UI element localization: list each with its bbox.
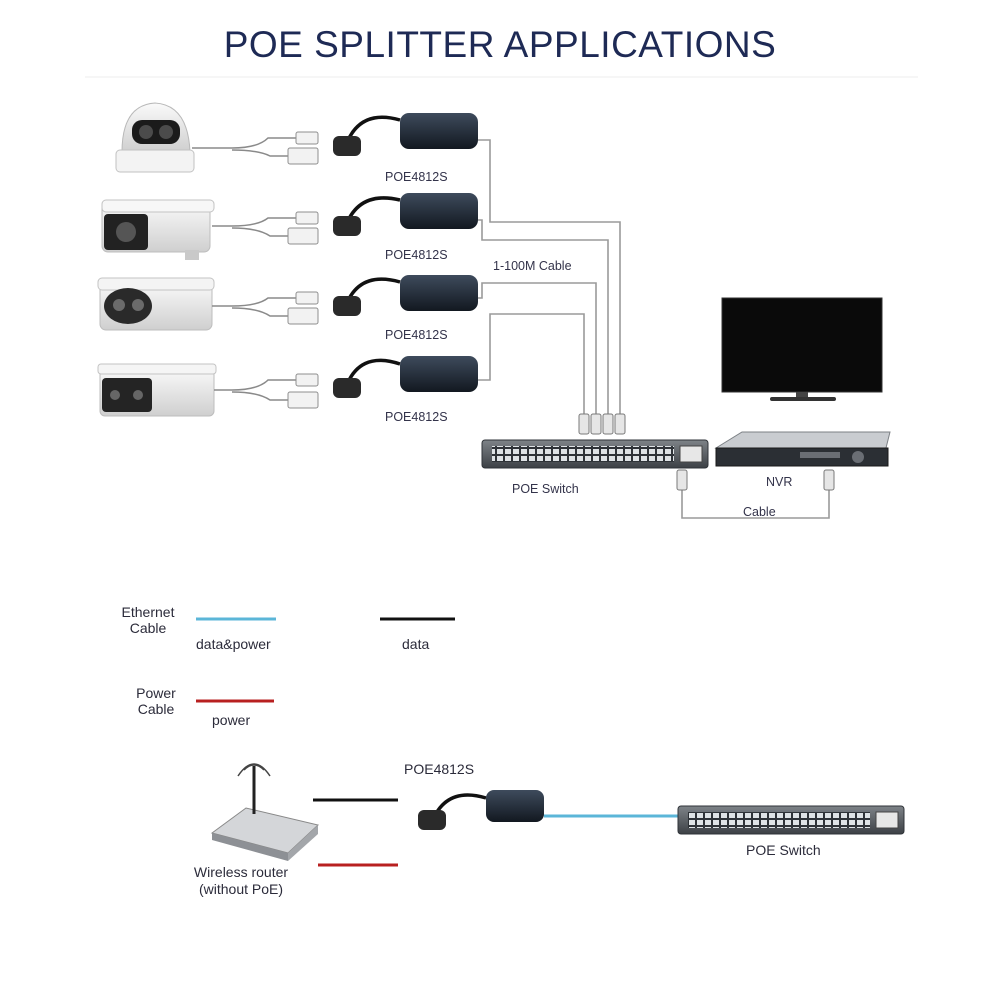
legend-power-cable: Power Cable [136,685,176,717]
ethernet-runs [478,139,621,414]
legend-power-label: power [212,712,251,728]
poe-splitter-bottom [418,790,544,830]
poe-splitter-1 [333,113,478,156]
page-title: POE SPLITTER APPLICATIONS [223,24,777,65]
bullet-camera-1 [101,199,215,260]
splitter-label-2: POE4812S [385,248,448,262]
nvr-label: NVR [766,475,793,489]
splitter-label-1: POE4812S [385,170,448,184]
poe-switch-top [481,439,709,469]
poe-switch-bottom [677,805,905,835]
camera-connectors [287,131,319,409]
switch-plugs [578,413,626,435]
router-label: Wireless router (without PoE) [193,864,289,897]
camera-pigtails [192,137,298,401]
legend-data-label: data [402,636,430,652]
splitter-label-3: POE4812S [385,328,448,342]
dome-camera [115,102,195,173]
nvr [714,431,891,467]
bullet-camera-2 [97,277,215,331]
poe-splitter-2 [333,193,478,236]
monitor [721,297,883,401]
switch-label-top: POE Switch [512,482,579,496]
poe-splitter-3 [333,275,478,316]
cable-length-label: 1-100M Cable [493,259,572,273]
poe-splitter-4 [333,356,478,398]
splitter-label-4: POE4812S [385,410,448,424]
nvr-cable [676,469,835,519]
switch-label-bottom: POE Switch [746,842,821,858]
legend-data-power-label: data&power [196,636,271,652]
bullet-camera-3 [97,363,217,417]
splitter-label-bottom: POE4812S [404,761,475,777]
legend-ethernet-cable: Ethernet Cable [121,604,175,636]
wireless-router [210,763,320,861]
nvr-cable-label: Cable [743,505,776,519]
